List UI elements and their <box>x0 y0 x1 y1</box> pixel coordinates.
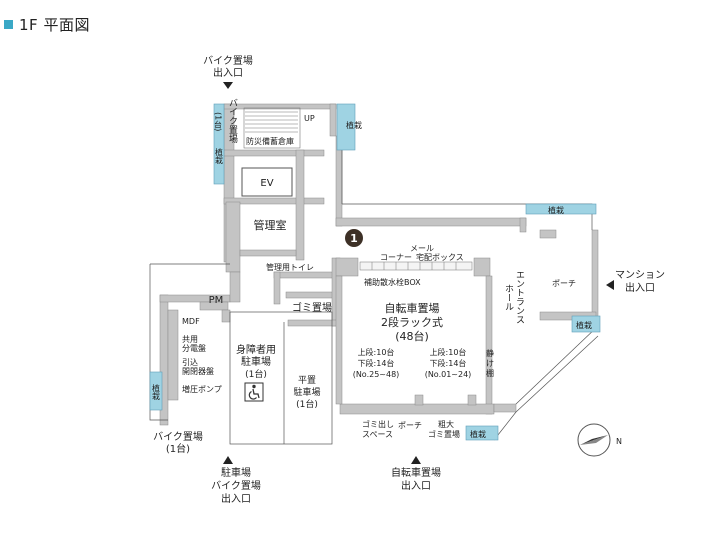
mail-corner-label: コーナー <box>380 253 412 262</box>
parking-entrance-label: バイク置場 <box>211 479 261 492</box>
delivery-box-label: 宅配ボックス <box>416 252 464 262</box>
arrow-left-icon <box>606 280 614 290</box>
arrow-up-icon <box>411 456 421 464</box>
shelf-label: 静 <box>486 348 494 358</box>
bike-entrance-label: バイク置場 <box>203 54 253 67</box>
office-label: 管理室 <box>254 218 287 232</box>
mdf-label: MDF <box>182 317 200 326</box>
walls <box>159 103 599 426</box>
title-marker <box>4 20 13 29</box>
bike-entrance-label: 出入口 <box>213 66 243 79</box>
storage-label: 防災備蓄倉庫 <box>246 136 294 146</box>
booster-pump-label: 増圧ポンプ <box>182 384 222 394</box>
mansion-entrance-label: マンション <box>615 270 665 281</box>
entrance-hall-label: エントランス <box>514 270 525 324</box>
mail-box-band <box>359 261 473 271</box>
accessible-parking-label: 身障者用 <box>236 343 276 356</box>
bicycle-entrance-label: 出入口 <box>401 479 431 492</box>
switchgear-label: 開閉器盤 <box>182 366 214 376</box>
bulky-garbage-label: ゴミ置場 <box>428 429 460 439</box>
planting-label: 植栽 <box>346 120 362 130</box>
parking-entrance-label: 駐車場 <box>221 466 251 479</box>
garbage-out-label: スペース <box>362 430 393 439</box>
elevator <box>241 167 293 197</box>
staff-toilet-label: 管理用トイレ <box>266 262 314 272</box>
planting-label: 植栽 <box>470 429 486 439</box>
planting-label: 植栽 <box>576 320 592 330</box>
porch-label: ポーチ <box>398 421 422 430</box>
bike-left-label: バイク置場 <box>153 430 203 443</box>
garbage-out-label: ゴミ出し <box>362 419 394 429</box>
planting-label: 植栽 <box>152 383 161 400</box>
accessible-parking-label: (1台) <box>245 368 267 380</box>
common-panel-label: 分電盤 <box>182 343 206 353</box>
bicycle-title: 自転車置場 <box>385 301 440 315</box>
switchgear-label: 引込 <box>182 358 198 367</box>
mansion-entrance-label: 出入口 <box>625 281 655 294</box>
arrow-down-icon <box>223 82 233 89</box>
bicycle-title: 2段ラック式 <box>381 315 443 329</box>
compass-icon: N <box>577 423 622 457</box>
flat-parking-label: 駐車場 <box>293 386 320 398</box>
rack-left-label: (No.25~48) <box>353 370 400 379</box>
planting-areas <box>149 103 601 441</box>
bike-parking-label: バイク置場 <box>227 98 238 144</box>
wheelchair-icon <box>244 382 264 402</box>
flat-parking-label: (1台) <box>296 398 318 410</box>
rack-left-label: 上段:10台 <box>358 347 395 357</box>
page-title: 1F 平面図 <box>4 14 90 35</box>
pm-label: PM <box>209 295 224 306</box>
bike-count-label: (1台) <box>214 112 223 131</box>
marker-1: 1 <box>345 229 363 247</box>
arrow-up-icon <box>223 456 233 464</box>
parking-entrance-label: 出入口 <box>221 492 251 505</box>
accessible-parking-label: 駐車場 <box>241 355 271 368</box>
porch-label: ポーチ <box>552 279 576 288</box>
flat-parking-label: 平置 <box>298 375 316 386</box>
bulky-garbage-label: 粗大 <box>438 419 454 429</box>
rack-right-label: (No.01~24) <box>425 370 472 379</box>
svg-text:N: N <box>616 437 622 446</box>
mail-corner-label: メール <box>410 244 434 253</box>
shelf-label: 棚 <box>486 368 494 378</box>
rack-right-label: 下段:14台 <box>430 358 467 368</box>
planting-label: 植栽 <box>215 147 224 164</box>
svg-text:1: 1 <box>350 232 358 245</box>
bike-left-label: (1台) <box>166 442 190 455</box>
garbage-label: ゴミ置場 <box>292 301 332 314</box>
common-panel-label: 共用 <box>182 335 198 344</box>
rack-right-label: 上段:10台 <box>430 347 467 357</box>
title-text: 1F 平面図 <box>19 16 90 34</box>
room-labels: バイク置場 出入口 バイク置場 (1台) 植栽 UP 防災備蓄倉庫 植栽 EV … <box>152 54 666 505</box>
rack-left-label: 下段:14台 <box>358 358 395 368</box>
entrance-hall-label: ホール <box>503 284 514 311</box>
bicycle-title: (48台) <box>395 329 429 343</box>
ev-label: EV <box>260 178 273 189</box>
bicycle-entrance-label: 自転車置場 <box>391 466 441 479</box>
entrance-arrows <box>223 82 614 464</box>
staircase <box>243 107 301 149</box>
planting-label: 植栽 <box>548 205 564 215</box>
shelf-label: け <box>486 359 494 368</box>
up-label: UP <box>304 114 315 123</box>
hydrant-box-label: 補助散水栓BOX <box>364 277 421 287</box>
